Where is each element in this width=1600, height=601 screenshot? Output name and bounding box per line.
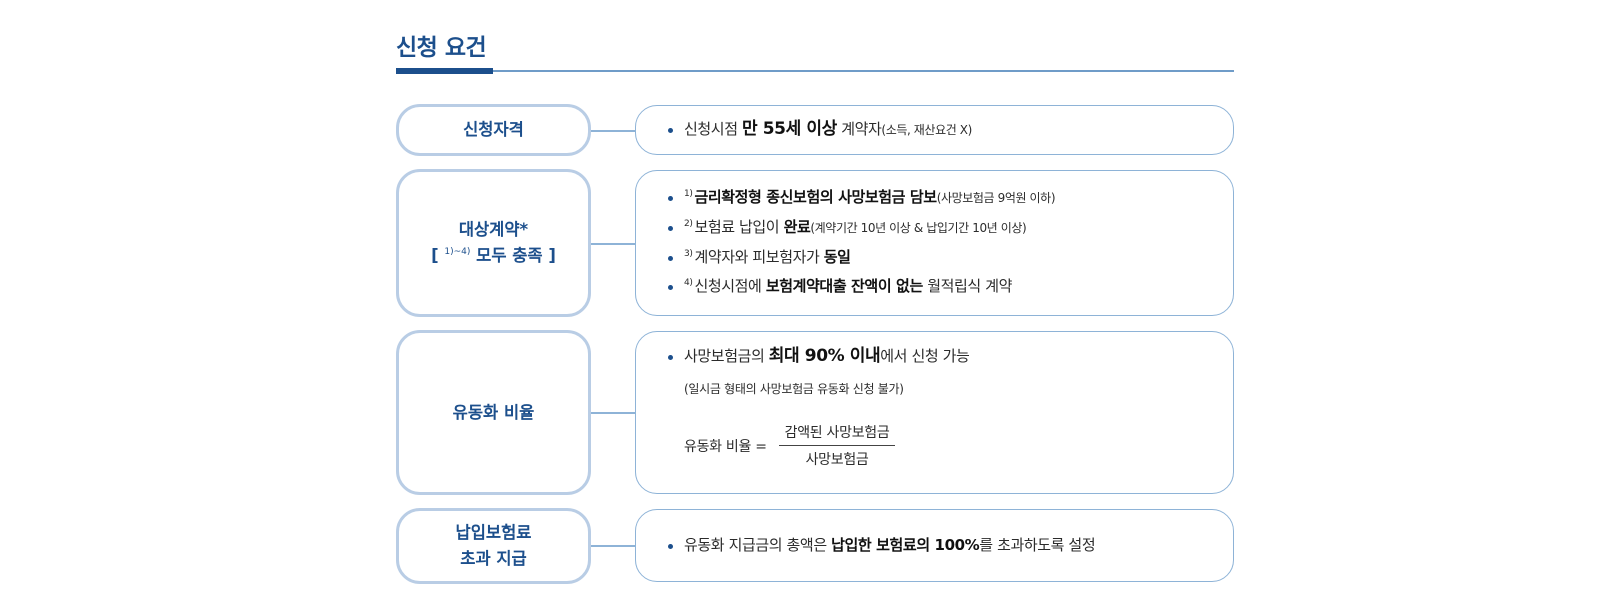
eligibility-list: 신청시점 만 55세 이상 계약자(소득, 재산요건 X) <box>666 115 1217 145</box>
page-title: 신청 요건 <box>396 35 487 61</box>
liquidation-note: (일시금 형태의 사망보험금 유동화 신청 불가) <box>684 382 904 396</box>
label-liquidation-ratio: 유동화 비율 <box>396 330 591 495</box>
connector-target-contract <box>591 243 635 245</box>
title-accent-bar <box>396 68 493 74</box>
list-item: 4)신청시점에 보험계약대출 잔액이 없는 월적립식 계약 <box>666 272 1217 301</box>
list-item: 2)보험료 납입이 완료(계약기간 10년 이상 & 납입기간 10년 이상) <box>666 213 1217 243</box>
label-excess-payment-line1: 납입보험료 <box>455 523 532 542</box>
content-liquidation-ratio: 사망보험금의 최대 90% 이내에서 신청 가능 (일시금 형태의 사망보험금 … <box>635 331 1234 494</box>
connector-eligibility <box>591 130 635 132</box>
formula-fraction: 감액된 사망보험금 사망보험금 <box>778 422 896 469</box>
formula-numerator: 감액된 사망보험금 <box>778 422 896 446</box>
content-target-contract: 1)금리확정형 종신보험의 사망보험금 담보(사망보험금 9억원 이하) 2)보… <box>635 170 1234 316</box>
liquidation-ratio-list: 사망보험금의 최대 90% 이내에서 신청 가능 <box>666 342 1217 371</box>
list-item: 1)금리확정형 종신보험의 사망보험금 담보(사망보험금 9억원 이하) <box>666 183 1217 213</box>
excess-payment-list: 유동화 지급금의 총액은 납입한 보험료의 100%를 초과하도록 설정 <box>666 531 1217 560</box>
label-target-contract-main: 대상계약* <box>458 220 529 239</box>
label-excess-payment: 납입보험료 초과 지급 <box>396 508 591 584</box>
content-excess-payment: 유동화 지급금의 총액은 납입한 보험료의 100%를 초과하도록 설정 <box>635 509 1234 582</box>
liquidation-formula: 유동화 비율 = 감액된 사망보험금 사망보험금 <box>684 422 896 469</box>
label-eligibility-text: 신청자격 <box>463 120 524 139</box>
list-item: 3)계약자와 피보험자가 동일 <box>666 243 1217 272</box>
formula-denominator: 사망보험금 <box>805 452 869 468</box>
content-eligibility: 신청시점 만 55세 이상 계약자(소득, 재산요건 X) <box>635 105 1234 155</box>
label-target-contract-sub: [ 1)~4) 모두 충족 ] <box>431 246 556 265</box>
list-item: 신청시점 만 55세 이상 계약자(소득, 재산요건 X) <box>666 115 1217 145</box>
label-target-contract: 대상계약* [ 1)~4) 모두 충족 ] <box>396 169 591 317</box>
label-eligibility: 신청자격 <box>396 104 591 156</box>
formula-label: 유동화 비율 = <box>684 438 767 455</box>
label-liquidation-ratio-text: 유동화 비율 <box>452 402 535 422</box>
target-contract-list: 1)금리확정형 종신보험의 사망보험금 담보(사망보험금 9억원 이하) 2)보… <box>666 183 1217 301</box>
connector-liquidation-ratio <box>591 412 635 414</box>
title-divider <box>396 70 1234 72</box>
list-item: 사망보험금의 최대 90% 이내에서 신청 가능 <box>666 342 1217 371</box>
connector-excess-payment <box>591 545 635 547</box>
list-item: 유동화 지급금의 총액은 납입한 보험료의 100%를 초과하도록 설정 <box>666 531 1217 560</box>
label-excess-payment-line2: 초과 지급 <box>460 549 527 568</box>
